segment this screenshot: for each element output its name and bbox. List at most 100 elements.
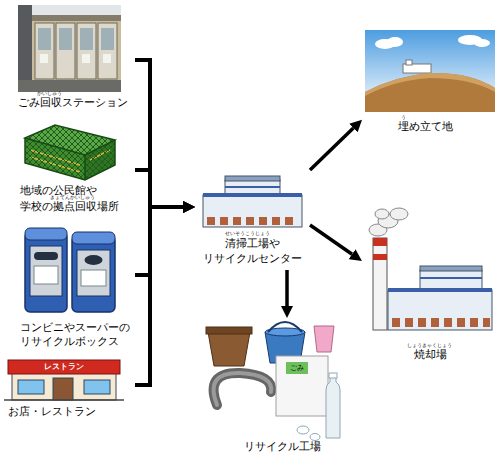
furigana: かいしゅう: [37, 90, 62, 96]
restaurant-building-part: [4, 399, 124, 401]
caption: 埋め立て地: [398, 120, 453, 133]
incinerator-part: [373, 254, 387, 260]
station-photo-part: [80, 28, 93, 50]
station-photo: [18, 5, 121, 92]
incinerator-part: [431, 318, 439, 327]
recycled-goods-part: [310, 434, 320, 441]
caption: お店・レストラン: [8, 404, 128, 418]
source-station: ごみ回収ステーションかいしゅう: [15, 3, 135, 113]
incinerator-part: [457, 318, 465, 327]
cleaning-plant: [203, 176, 302, 227]
flow-arrow: [285, 270, 289, 306]
cleaning-plant-part: [233, 217, 241, 225]
station-photo-part: [103, 54, 111, 63]
collection-net-box: [25, 125, 115, 180]
recycled-goods: [206, 322, 340, 441]
incinerator-part: [483, 318, 490, 327]
recycling-plant-node: リサイクル工場: [200, 318, 350, 456]
landfill-scene-part: [474, 39, 490, 47]
incinerator-part: [373, 238, 387, 246]
furigana: きょてんかいしゅう: [50, 194, 95, 200]
incinerator-part: [420, 277, 482, 279]
incinerator: [369, 208, 492, 330]
recycle-box-part: [85, 255, 103, 265]
station-photo-part: [32, 15, 121, 81]
cleaning-plant-part: [225, 186, 280, 188]
recycle-box-part: [25, 232, 67, 312]
station-photo-part: [77, 23, 96, 79]
cleaning-plant-part: [272, 217, 280, 225]
incinerator-part: [420, 266, 482, 271]
restaurant-building-part: [18, 380, 44, 394]
incinerator-part: [405, 318, 413, 327]
caption: 清掃工場や リサイクルセンター: [195, 236, 310, 266]
station-photo-part: [59, 28, 72, 50]
caption: ごみ回収ステーション: [18, 96, 135, 109]
landfill-scene-part: [365, 73, 495, 112]
incinerator-node: 焼却場しょうきゃくじょう: [362, 205, 492, 365]
recycled-goods-part: [286, 362, 308, 374]
landfill-node: 埋め立て地う: [362, 28, 492, 136]
station-photo-part: [18, 80, 121, 92]
flow-arrow: [310, 225, 352, 254]
cleaning-plant-part: [225, 176, 280, 181]
incinerator-part: [388, 288, 492, 292]
recycled-goods-part: [206, 327, 252, 334]
merge-bracket-arrow: [135, 60, 183, 207]
incinerator-part: [375, 209, 389, 219]
merge-bracket-arrow: [135, 207, 183, 275]
source-recycle-box: コンビニやスーパーの リサイクルボックス: [15, 225, 135, 350]
merge-bracket-arrow: [135, 170, 183, 207]
furigana: しょうきゃくじょう: [407, 342, 452, 348]
merge-bracket-arrow: [135, 207, 183, 385]
collection-net-box-part: [85, 140, 115, 180]
recycle-box-part: [72, 232, 115, 244]
incinerator-part: [420, 270, 482, 291]
caption: リサイクル工場: [244, 440, 321, 453]
recycle-box-part: [34, 266, 58, 284]
station-photo-part: [101, 28, 114, 50]
flow-arrow: [310, 128, 353, 170]
recycled-goods-part: [297, 426, 309, 434]
recycled-goods-part: [268, 322, 302, 332]
recycled-goods-part: [326, 377, 340, 438]
station-photo-part: [35, 23, 54, 79]
recycle-box: [25, 228, 115, 312]
cleaning-plant-part: [203, 193, 302, 197]
furigana: う: [401, 114, 406, 120]
recycle-box-part: [77, 250, 110, 296]
restaurant-building: [4, 360, 124, 400]
caption: コンビニやスーパーの リサイクルボックス: [20, 320, 132, 348]
landfill-scene-part: [365, 30, 495, 112]
incinerator-part: [418, 318, 426, 327]
recycled-goods-part: [314, 326, 334, 352]
cleaning-plant-part: [203, 195, 302, 227]
recycle-box-part: [34, 252, 58, 260]
station-photo-part: [38, 28, 51, 50]
landfill-scene: [365, 30, 495, 112]
landfill-scene-part: [365, 73, 495, 96]
bag-text: ごみ: [286, 362, 308, 374]
incinerator-part: [470, 318, 478, 327]
source-collection-point: 地域の公民館や 学校の拠点回収場所きょてんかいしゅう: [15, 120, 135, 220]
recycle-box-part: [72, 236, 115, 312]
recycled-goods-part: [329, 373, 337, 378]
cleaning-plant-part: [259, 217, 267, 225]
station-photo-part: [18, 5, 121, 92]
furigana: せいそうこうじょう: [225, 230, 270, 236]
landfill-scene-part: [406, 60, 412, 65]
cleaning-plant-part: [220, 217, 228, 225]
station-photo-part: [40, 54, 48, 63]
station-photo-part: [98, 23, 117, 79]
restaurant-building-part: [84, 380, 110, 394]
recycled-goods-part: [276, 356, 328, 416]
incinerator-part: [373, 238, 387, 330]
landfill-scene-part: [387, 37, 403, 47]
incinerator-part: [392, 318, 400, 327]
restaurant-building-part: [12, 372, 116, 400]
